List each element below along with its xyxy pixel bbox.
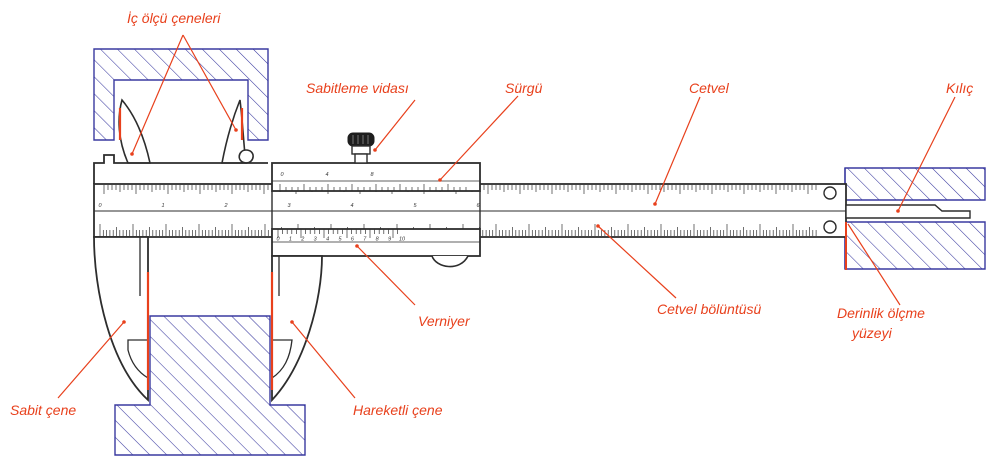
vernier-number: 6 (351, 237, 355, 243)
vernier-number: 4 (326, 237, 329, 243)
main-scale-number: 3 (287, 203, 291, 209)
vernier-number: 7 (363, 237, 367, 243)
main-scale-number: 4 (350, 203, 353, 209)
vernier-scale: 0 1 2 3 4 5 6 7 8 9 10 (276, 229, 406, 243)
slider-top-scale: 0 4 8 (279, 172, 467, 191)
vernier-number: 2 (300, 237, 304, 243)
outer-measure-workpiece (114, 315, 306, 456)
main-scale-number: 6 (476, 203, 480, 209)
label-moving-jaw: Hareketli çene (353, 402, 443, 418)
label-depth-surface-line2: yüzeyi (852, 325, 892, 341)
label-slider: Sürgü (505, 80, 543, 96)
fixed-jaw (93, 236, 149, 403)
vernier-number: 5 (338, 237, 342, 243)
slider-number: 0 (280, 172, 284, 178)
vernier-number: 10 (399, 237, 406, 243)
slider-number: 8 (370, 172, 374, 178)
label-ruler-division: Cetvel bölüntüsü (657, 301, 762, 317)
label-inner-jaws: İç ölçü çeneleri (127, 10, 221, 26)
label-fixed-jaw: Sabit çene (10, 402, 77, 418)
label-ruler: Cetvel (689, 80, 729, 96)
label-vernier: Verniyer (418, 313, 470, 329)
main-scale-number: 1 (161, 203, 164, 209)
inner-jaw-fixed (118, 98, 151, 164)
main-scale-numbers: 0 1 2 3 4 5 6 (98, 203, 480, 209)
vernier-number: 0 (276, 237, 280, 243)
leader-lines (57, 34, 956, 399)
locking-screw (347, 132, 375, 164)
main-scale-number: 5 (413, 203, 417, 209)
thumb-roller (431, 255, 469, 268)
label-lock-screw: Sabitleme vidası (306, 80, 409, 96)
leader-end-dots (122, 128, 900, 324)
vernier-number: 8 (376, 237, 380, 243)
main-scale-number: 2 (223, 203, 227, 209)
label-depth-rod: Kılıç (946, 80, 974, 96)
vernier-number: 9 (388, 237, 391, 243)
depth-rod (845, 204, 971, 219)
inner-measure-workpiece (93, 48, 269, 141)
vernier-number: 1 (289, 237, 292, 243)
label-depth-surface-line1: Derinlik ölçme (837, 305, 925, 321)
main-scale-number: 0 (98, 203, 102, 209)
slider-number: 4 (325, 172, 328, 178)
vernier-number: 3 (314, 237, 318, 243)
